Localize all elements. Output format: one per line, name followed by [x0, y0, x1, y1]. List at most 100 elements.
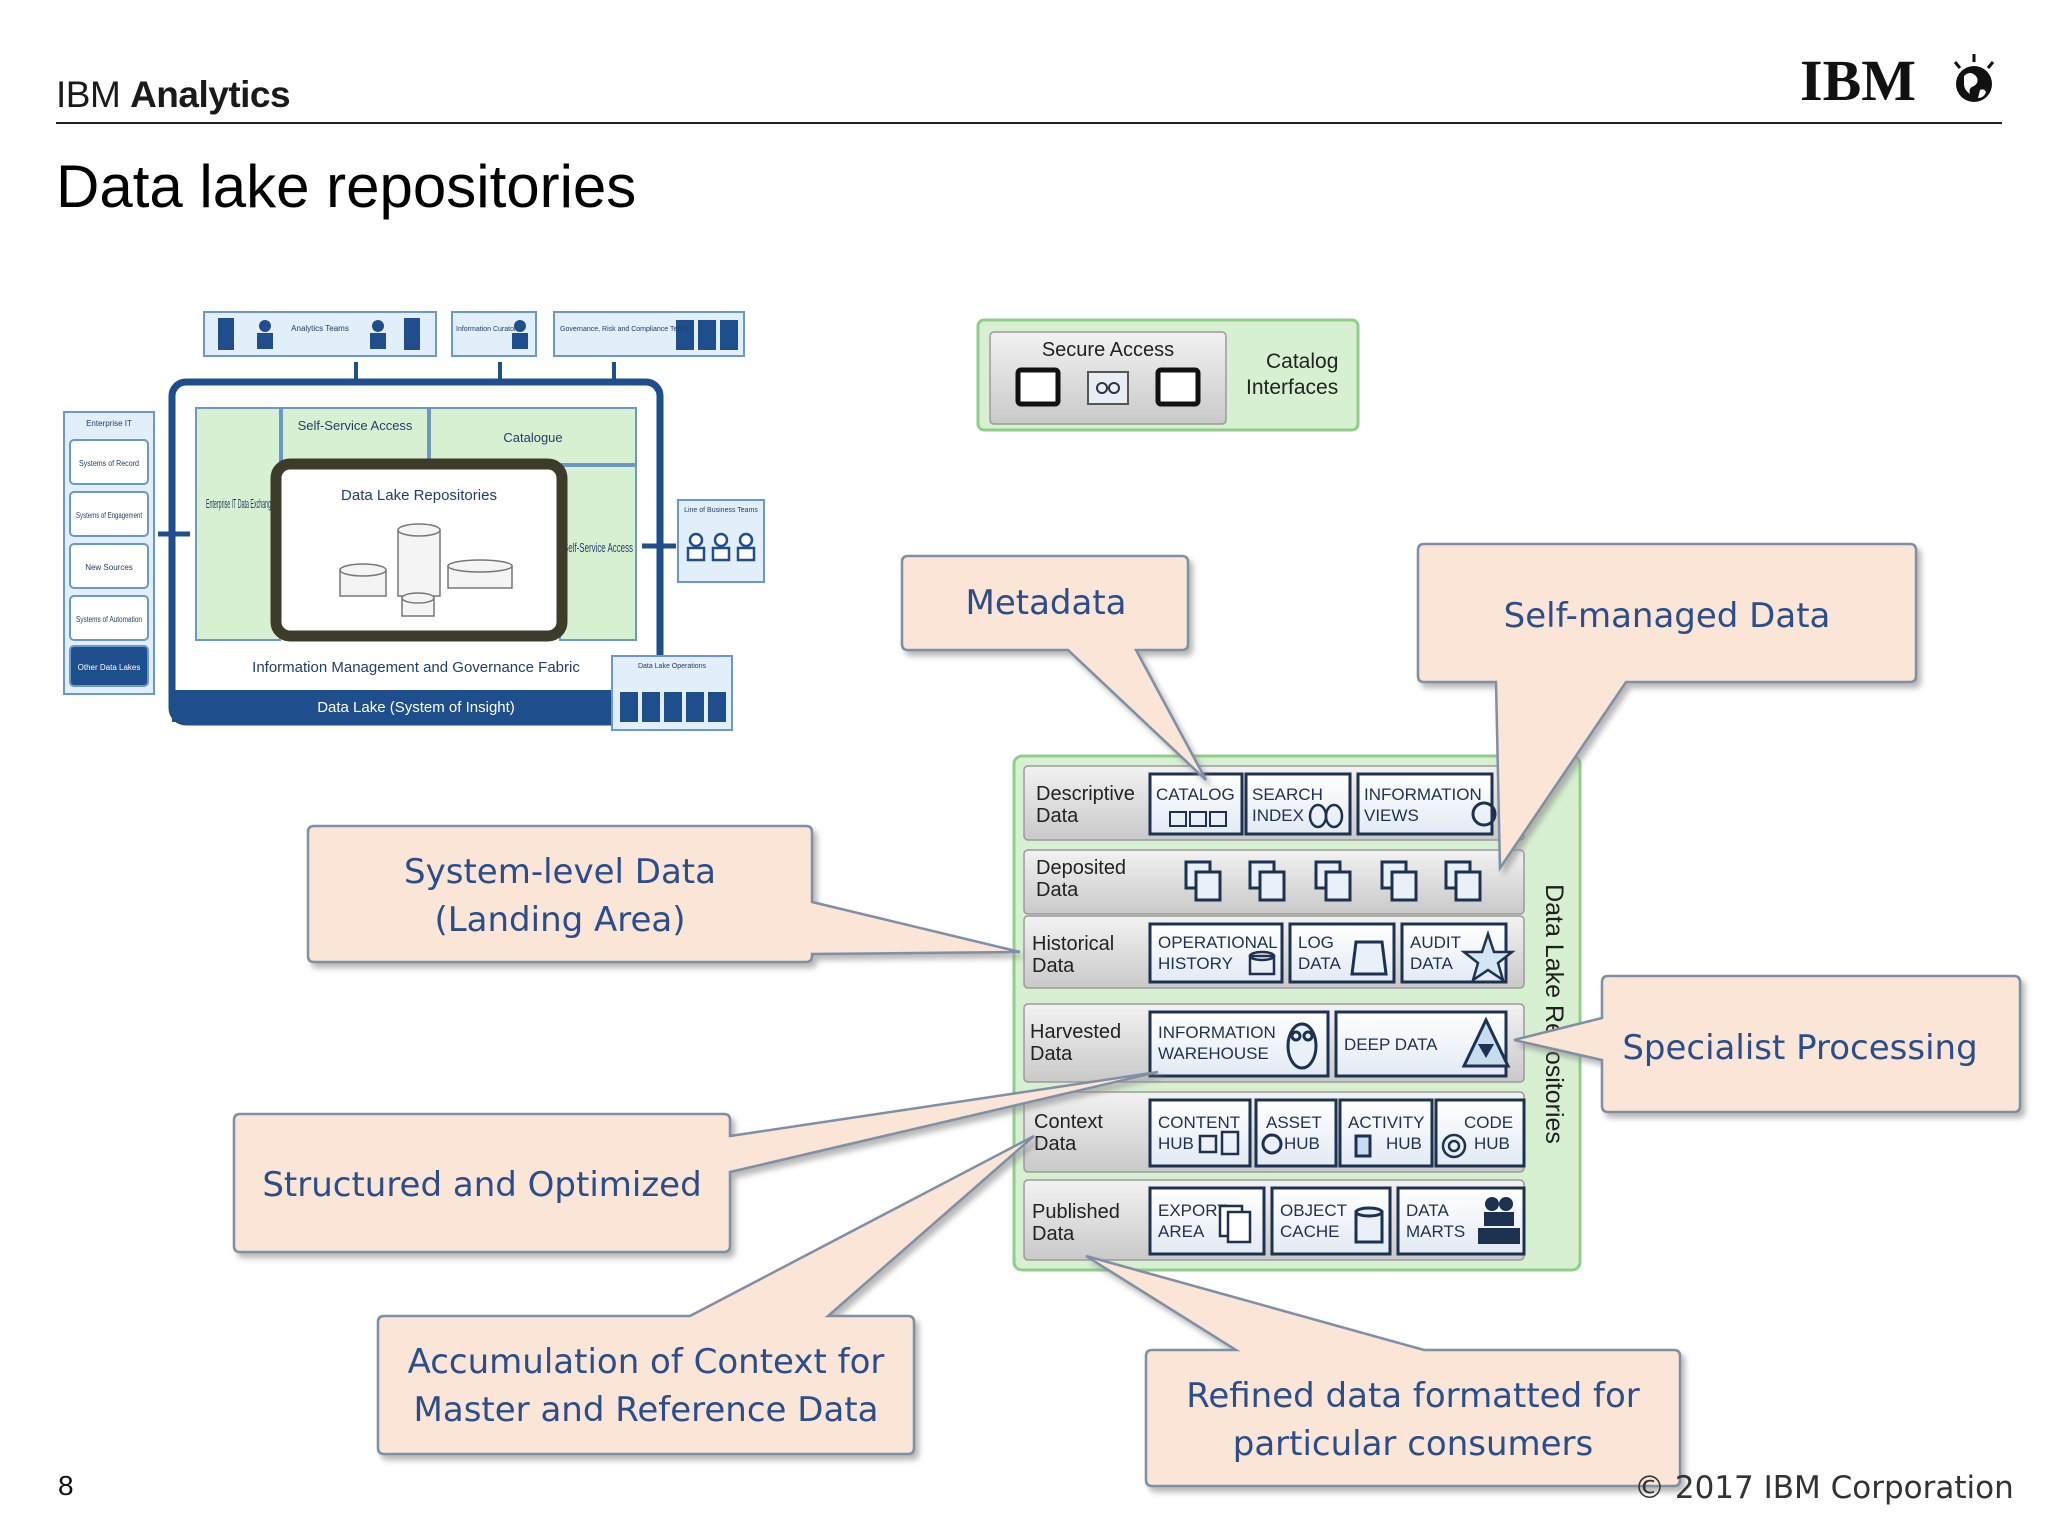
copyright-notice: © 2017 IBM Corporation	[1634, 1470, 2014, 1506]
callout-structured	[232, 1070, 1159, 1254]
database-icon	[1169, 811, 1227, 827]
stack-vertical-label: Data Lake Repositories	[1540, 884, 1568, 1144]
log-icon	[1350, 940, 1388, 976]
callout-accumulation	[376, 1134, 1035, 1456]
binoculars-icon	[1308, 803, 1344, 829]
repositories-label: Data Lake Repositories	[341, 487, 497, 504]
globe-icon	[1953, 54, 1995, 102]
monitor-icon	[1015, 367, 1061, 407]
cylinder-icon	[1354, 1206, 1384, 1244]
marts-icon	[1478, 1197, 1520, 1244]
header-divider	[56, 122, 2002, 124]
enterprise-it-title: Enterprise IT	[86, 419, 132, 428]
document-stack-icons	[1184, 860, 1482, 902]
page-title: Data lake repositories	[56, 153, 637, 220]
ibm-logo-text: IBM	[1800, 50, 1916, 113]
asset-icon	[1261, 1133, 1283, 1155]
callout-self-managed	[1416, 542, 1918, 872]
callout-self-managed-text: Self-managed Data	[1504, 596, 1831, 636]
operations-people-icons	[620, 692, 726, 722]
callout-metadata-text: Metadata	[965, 583, 1126, 623]
callout-system-level	[306, 824, 1021, 964]
secure-access-label: Secure Access	[1042, 339, 1174, 361]
lob-teams-label: Line of Business Teams	[684, 507, 758, 514]
system-of-insight-label: Data Lake (System of Insight)	[317, 699, 515, 716]
callout-structured-text: Structured and Optimized	[262, 1165, 701, 1205]
lob-people-icons	[686, 532, 756, 562]
database-icon	[1248, 950, 1276, 976]
brand-light: IBM	[56, 74, 121, 115]
mask-icon	[1087, 371, 1129, 405]
monitor-icon	[1155, 367, 1201, 407]
enterprise-it-items: Systems of Record Systems of Engagement …	[69, 439, 149, 687]
catalogue-zone	[429, 407, 637, 465]
callout-metadata	[900, 554, 1208, 781]
callout-system-level-text-2: (Landing Area)	[434, 900, 685, 940]
info-icon	[1471, 801, 1497, 827]
callout-accumulation-text: Accumulation of Context for	[408, 1342, 885, 1382]
callout-accumulation-text-2: Master and Reference Data	[414, 1390, 879, 1430]
brand-label: IBM Analytics	[56, 74, 291, 116]
analytics-teams-box: Analytics Teams	[203, 311, 437, 357]
fabric-label: Information Management and Governance Fa…	[252, 659, 580, 676]
page-number: 8	[58, 1470, 74, 1501]
cell-deep-data: DEEP DATA	[1344, 1035, 1438, 1054]
overview-diagram: Analytics Teams Information Curator Gove…	[63, 311, 765, 731]
ibm-logo: IBM	[1800, 50, 1995, 113]
self-service-zone	[281, 407, 429, 465]
code-icon	[1441, 1133, 1467, 1159]
self-service-access-label: Self-Service Access	[298, 418, 413, 433]
brand-bold: Analytics	[130, 74, 291, 115]
enterprise-exchange-label: Enterprise IT Data Exchange	[206, 496, 274, 511]
star-icon	[1460, 930, 1516, 983]
cell-catalog: CATALOG	[1156, 785, 1235, 804]
left-item: New Sources	[85, 563, 133, 572]
governance-team-label: Governance, Risk and Compliance Team	[560, 326, 687, 333]
self-service-right-zone	[559, 465, 637, 641]
analytics-teams-label: Analytics Teams	[291, 324, 349, 333]
catalogue-label: Catalogue	[503, 430, 562, 445]
callout-refined-text: Refined data formatted for	[1186, 1376, 1640, 1416]
governance-team-box: Governance, Risk and Compliance Team	[553, 311, 745, 357]
callout-specialist	[1513, 974, 2022, 1114]
callout-system-level-text: System-level Data	[404, 852, 716, 892]
self-service-right-label: Self-Service Access	[563, 540, 633, 555]
left-item: Systems of Record	[79, 459, 139, 468]
information-curator-label: Information Curator	[456, 326, 517, 333]
export-icon	[1218, 1204, 1252, 1244]
left-item: Other Data Lakes	[78, 663, 141, 672]
callout-refined	[1085, 1254, 1682, 1488]
activity-icon	[1354, 1134, 1372, 1158]
repository-cylinders	[339, 523, 513, 617]
enterprise-exchange-zone	[195, 407, 281, 641]
left-item: Systems of Automation	[76, 615, 142, 624]
operations-label: Data Lake Operations	[638, 663, 707, 670]
